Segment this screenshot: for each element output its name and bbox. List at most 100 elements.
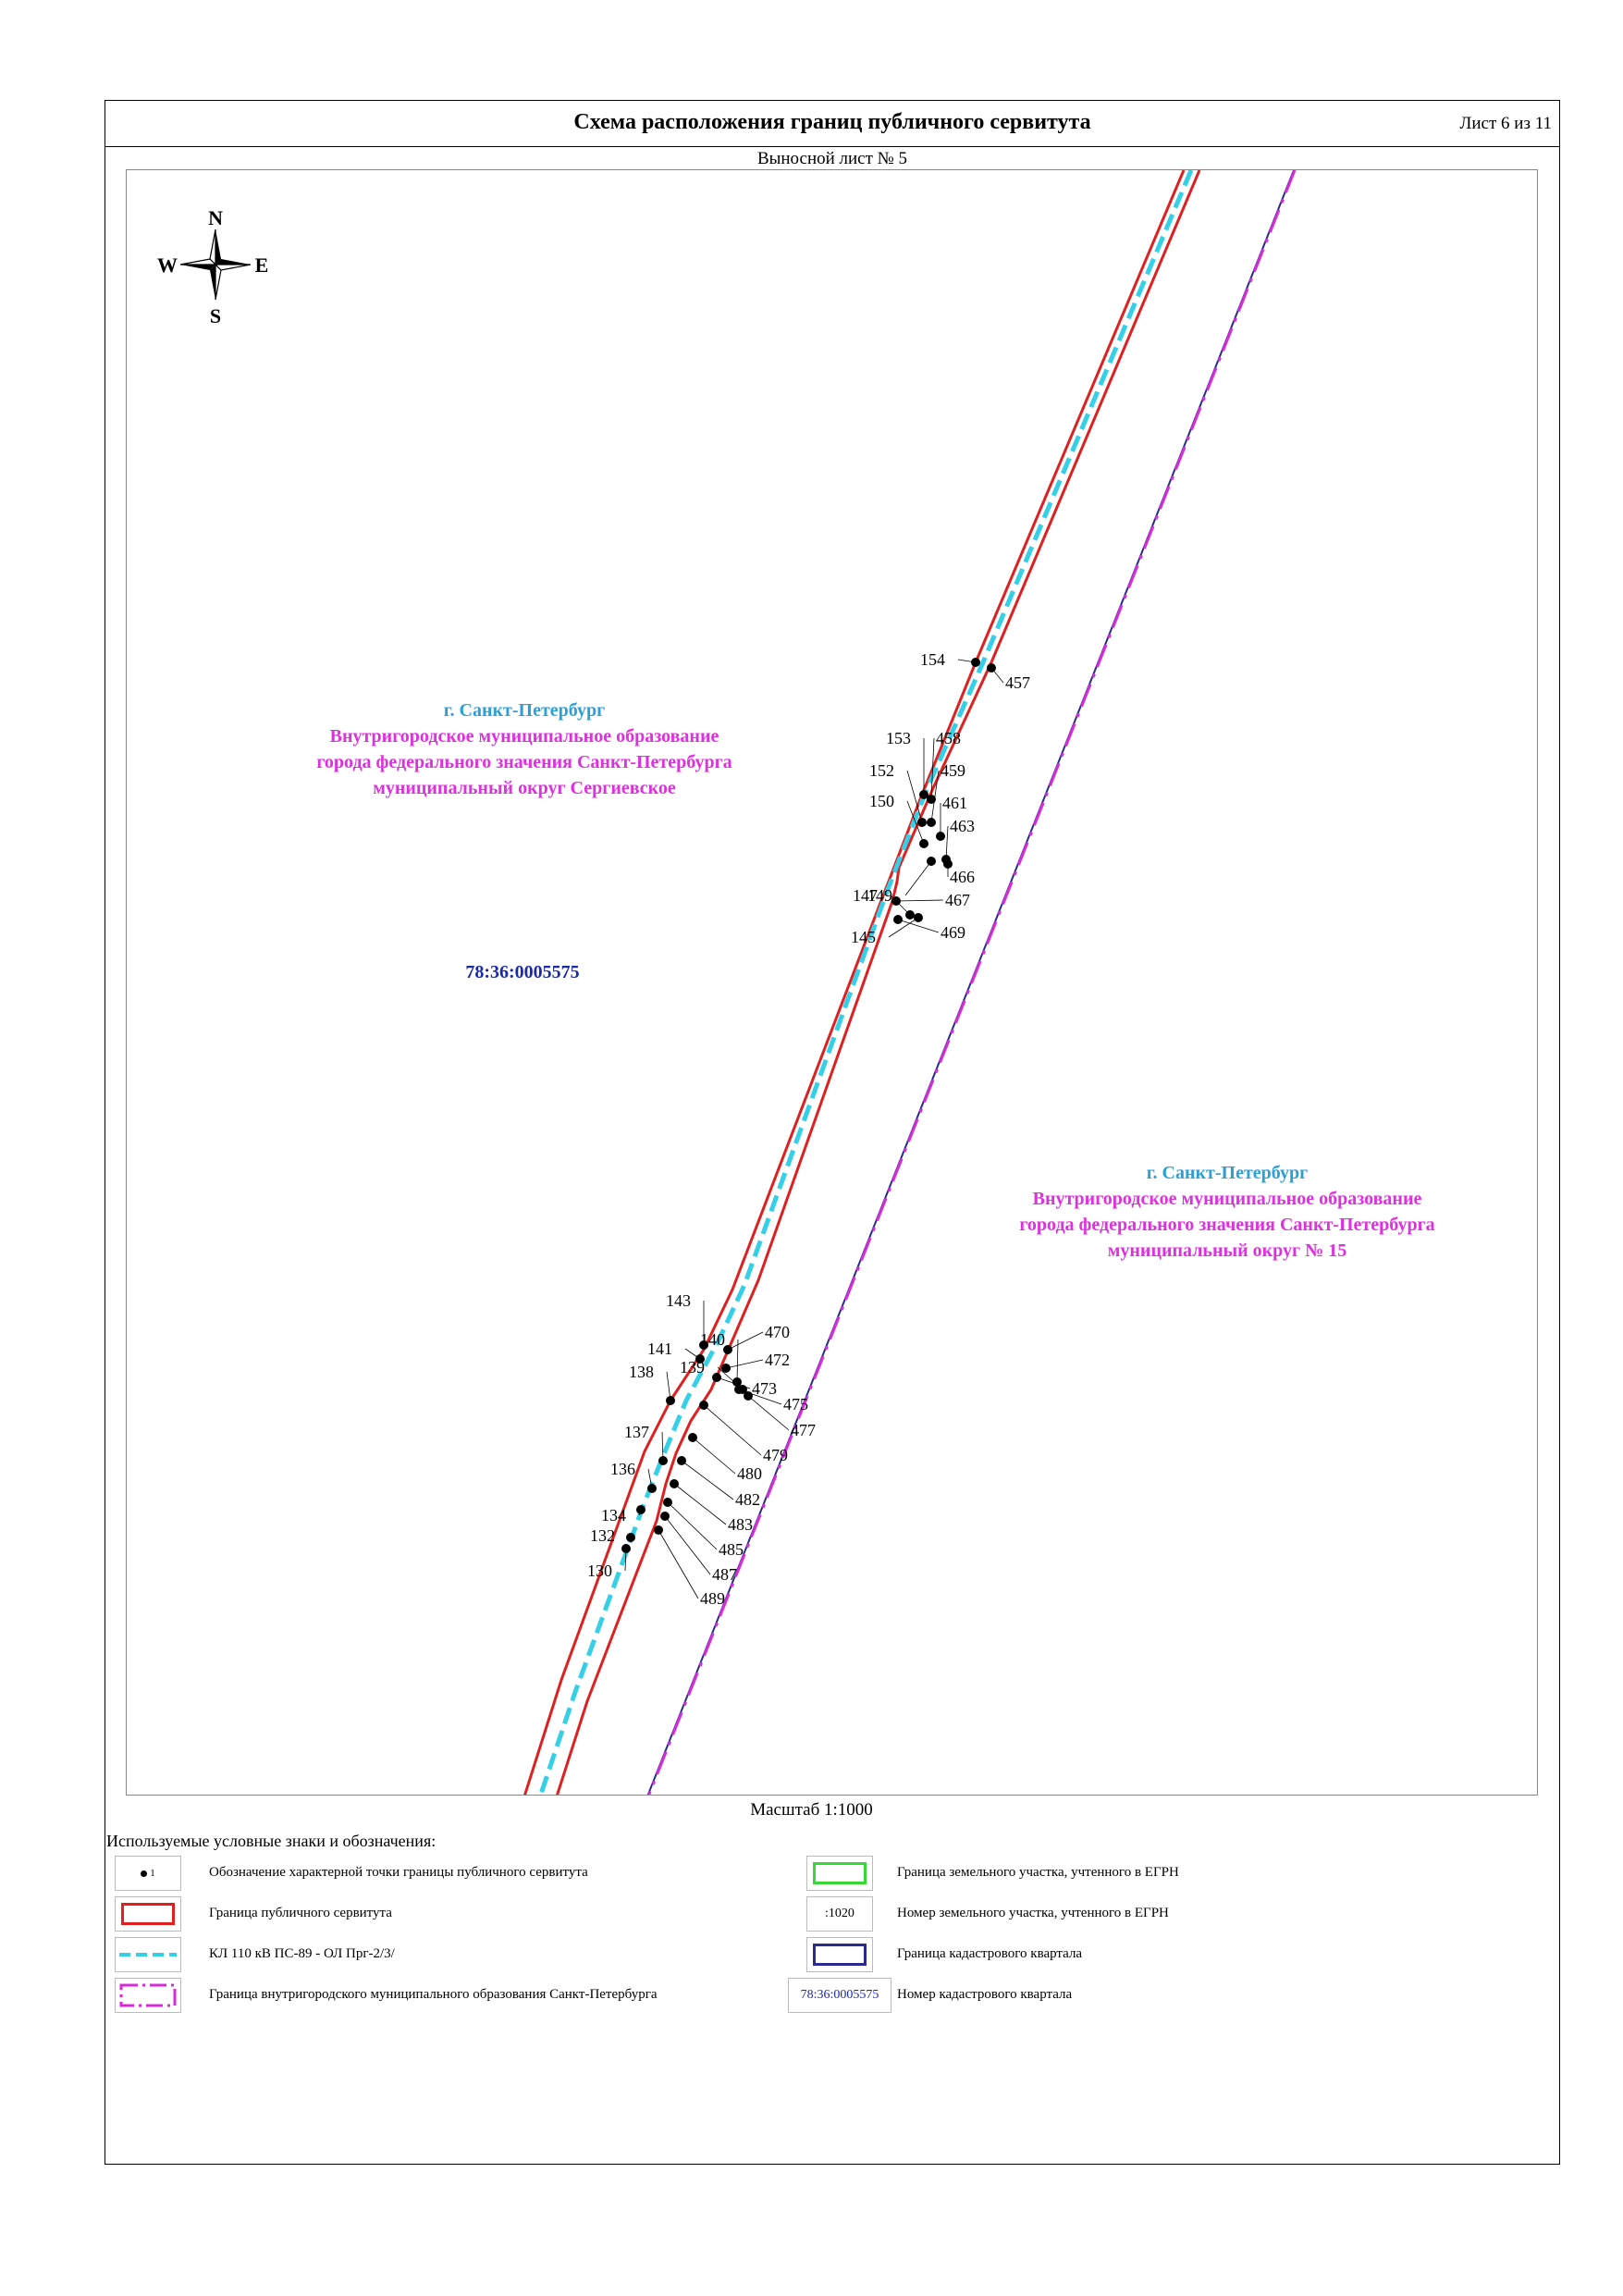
- legend-label-plot-number: Номер земельного участка, учтенного в ЕГ…: [897, 1906, 1169, 1920]
- sheet-number: Лист 6 из 11: [1459, 114, 1552, 133]
- point-label-487: 487: [712, 1565, 737, 1584]
- boundary-point-147: [905, 910, 915, 920]
- point-leader-line: [661, 1431, 664, 1462]
- right-area-mo-line2: города федерального значения Санкт-Петер…: [1019, 1215, 1434, 1235]
- point-label-459: 459: [941, 761, 965, 780]
- point-leader-line: [673, 1483, 727, 1525]
- plot-number-sample: :1020: [825, 1907, 855, 1920]
- point-label-132: 132: [590, 1526, 615, 1545]
- point-leader-line: [906, 770, 923, 823]
- legend-label-quarter-number: Номер кадастрового квартала: [897, 1987, 1073, 2002]
- boundary-point-153: [919, 790, 928, 799]
- map-scale: Масштаб 1:1000: [750, 1800, 873, 1820]
- legend-label-point: Обозначение характерной точки границы пу…: [209, 1865, 588, 1880]
- point-label-461: 461: [942, 794, 967, 812]
- cadastral-quarter-label: 78:36:0005575: [465, 962, 579, 982]
- map-frame: N S W E г. Санкт-Петербург Внутригородск…: [126, 169, 1538, 1796]
- boundary-point-145: [914, 913, 923, 922]
- point-label-458: 458: [936, 729, 961, 747]
- quarter-number-sample: 78:36:0005575: [800, 1988, 879, 2002]
- compass-n: N: [208, 206, 223, 229]
- boundary-point-482: [677, 1456, 686, 1465]
- boundary-point-489: [654, 1525, 663, 1535]
- point-label-489: 489: [700, 1589, 725, 1608]
- point-label-141: 141: [647, 1339, 672, 1358]
- boundary-point-477: [744, 1391, 753, 1401]
- boundary-point-485: [663, 1498, 672, 1507]
- boundary-point-132: [626, 1533, 635, 1542]
- boundary-point-480: [688, 1433, 697, 1442]
- boundary-point-470: [723, 1345, 732, 1354]
- point-label-470: 470: [765, 1323, 790, 1341]
- boundary-point-457: [987, 663, 996, 673]
- title-row: Схема расположения границ публичного сер…: [105, 101, 1559, 147]
- point-label-130: 130: [587, 1562, 612, 1580]
- mo-boundary-line: [646, 170, 1297, 1795]
- point-leader-line: [703, 1404, 762, 1456]
- point-label-149: 149: [867, 886, 892, 905]
- point-label-139: 139: [680, 1358, 705, 1376]
- boundary-point-141: [695, 1354, 705, 1364]
- boundary-point-479: [699, 1401, 708, 1410]
- point-label-466: 466: [950, 868, 975, 886]
- legend-symbol-cyan-dash: [115, 1937, 181, 1972]
- boundary-point-136: [647, 1484, 657, 1493]
- point-label-457: 457: [1005, 673, 1030, 692]
- point-label-485: 485: [719, 1540, 744, 1559]
- boundary-point-130: [621, 1544, 631, 1553]
- point-label-143: 143: [666, 1291, 691, 1310]
- point-leader-line: [906, 800, 925, 845]
- left-area-city: г. Санкт-Петербург: [444, 700, 606, 721]
- point-label-136: 136: [610, 1460, 635, 1478]
- boundary-point-469: [893, 915, 903, 924]
- legend-label-mo-boundary: Граница внутригородского муниципального …: [209, 1987, 658, 2002]
- boundary-point-467: [891, 896, 901, 906]
- point-label-147: 147: [853, 886, 878, 905]
- point-leader-line: [930, 737, 935, 800]
- map-canvas: N S W E г. Санкт-Петербург Внутригородск…: [157, 170, 1435, 1795]
- legend-symbol-blue-rect: [806, 1937, 873, 1972]
- boundary-point-152: [917, 818, 927, 827]
- map-subtitle: Выносной лист № 5: [756, 149, 908, 168]
- sheet-frame: Схема расположения границ публичного сер…: [105, 100, 1560, 2165]
- point-label-479: 479: [763, 1446, 788, 1464]
- boundary-point-461: [936, 832, 945, 841]
- point-leader-line: [664, 1515, 711, 1575]
- point-label-472: 472: [765, 1351, 790, 1369]
- point-leader-line: [897, 919, 940, 933]
- point-label-473: 473: [752, 1379, 777, 1398]
- left-area-mo-line2: города федерального значения Санкт-Петер…: [316, 752, 732, 772]
- boundary-point-149: [927, 857, 936, 866]
- boundary-point-137: [658, 1456, 668, 1465]
- legend-label-quarter-boundary: Граница кадастрового квартала: [897, 1946, 1083, 1961]
- point-label-154: 154: [920, 650, 945, 669]
- boundary-point-466: [943, 859, 953, 869]
- point-label-140: 140: [700, 1330, 725, 1349]
- point-leader-line: [666, 1371, 671, 1401]
- legend-symbol-green-rect: [806, 1856, 873, 1891]
- point-label-469: 469: [941, 923, 965, 942]
- right-area-mo-line3: муниципальный округ № 15: [1108, 1241, 1346, 1261]
- point-label-480: 480: [737, 1464, 762, 1483]
- left-area-mo-line1: Внутригородское муниципальное образовани…: [330, 726, 719, 747]
- boundary-point-473: [712, 1373, 721, 1382]
- point-label-477: 477: [791, 1421, 816, 1439]
- boundary-point-472: [721, 1364, 731, 1373]
- point-leader-line: [747, 1395, 790, 1431]
- point-label-137: 137: [624, 1423, 649, 1441]
- point-leader-line: [667, 1501, 718, 1550]
- legend-symbol-red-rect: [115, 1896, 181, 1932]
- compass-rose-icon: N S W E: [157, 206, 268, 327]
- legend-symbol-point: 1: [115, 1856, 181, 1891]
- point-label-150: 150: [869, 792, 894, 810]
- boundary-point-487: [660, 1512, 670, 1521]
- point-label-138: 138: [629, 1363, 654, 1381]
- point-label-475: 475: [783, 1395, 808, 1413]
- point-leader-line: [930, 770, 940, 823]
- legend-label-land-plot: Граница земельного участка, учтенного в …: [897, 1865, 1179, 1880]
- right-area-label: г. Санкт-Петербург Внутригородское муниц…: [1019, 1163, 1434, 1261]
- point-sample-label: 1: [150, 1868, 155, 1879]
- point-label-145: 145: [851, 928, 876, 946]
- point-label-134: 134: [601, 1506, 626, 1524]
- point-leader-line: [895, 899, 944, 902]
